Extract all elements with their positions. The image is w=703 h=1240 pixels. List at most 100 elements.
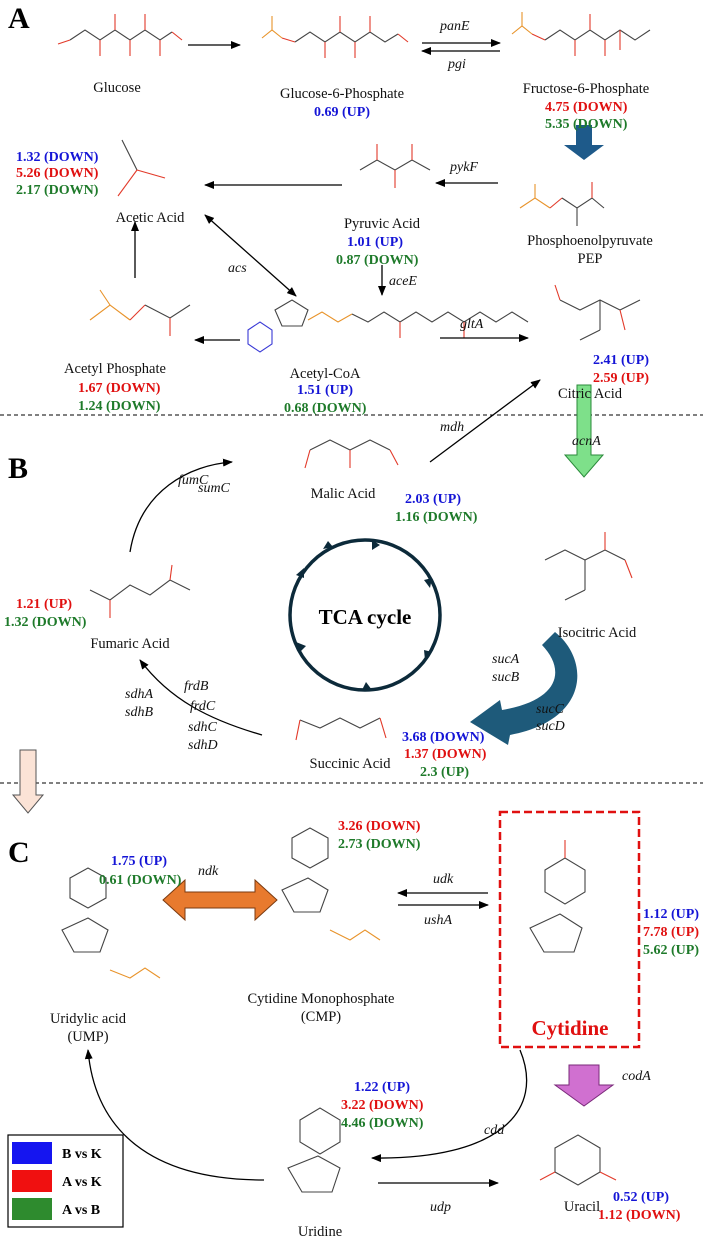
value-succinic-ab: 2.3 (UP) [420, 765, 469, 780]
enzyme-udk: udk [433, 872, 454, 887]
label-uracil: Uracil [564, 1199, 600, 1215]
value-pyruvic-bk: 1.01 (UP) [347, 235, 403, 250]
enzyme-frdB: frdB [184, 679, 209, 694]
enzyme-sucA: sucA [492, 652, 520, 667]
value-acetylp-ak: 1.67 (DOWN) [78, 381, 161, 396]
enzyme-sdhC: sdhC [188, 720, 217, 735]
label-pep-1: Phosphoenolpyruvate [527, 233, 653, 249]
value-uridine-bk: 1.22 (UP) [354, 1080, 410, 1095]
cmp-structure [281, 827, 381, 941]
uracil-structure [539, 1134, 617, 1186]
value-uridine-ab: 4.46 (DOWN) [341, 1116, 424, 1131]
label-fumaric: Fumaric Acid [90, 636, 170, 652]
value-malic-bk: 2.03 (UP) [405, 492, 461, 507]
enzyme-sdhD: sdhD [188, 738, 218, 753]
value-f6p-ab: 5.35 (DOWN) [545, 117, 628, 132]
legend-swatch-a-vs-k [12, 1170, 52, 1192]
enzyme-sucD: sucD [536, 719, 565, 734]
isocitric-acid-structure [544, 532, 633, 601]
label-ump-2: (UMP) [67, 1029, 108, 1045]
arrow-cytidine-uridine [371, 1049, 528, 1163]
enzyme-gltA: gltA [460, 317, 484, 332]
acetyl-coa-structure [247, 299, 529, 353]
label-acetyl-p: Acetyl Phosphate [64, 361, 166, 377]
enzyme-mdh: mdh [440, 420, 464, 435]
label-malic: Malic Acid [311, 486, 377, 502]
label-isocitric: Isocitric Acid [558, 625, 637, 641]
tca-cycle-arrowheads [296, 540, 432, 690]
value-succinic-ak: 1.37 (DOWN) [404, 747, 487, 762]
enzyme-ushA: ushA [424, 913, 452, 928]
arrow-ndk [162, 878, 278, 922]
acetic-acid-structure [117, 139, 166, 197]
arrow-uridine-ump [84, 1049, 265, 1181]
value-acetic-bk: 1.32 (DOWN) [16, 150, 99, 165]
enzyme-codA: codA [622, 1069, 651, 1084]
enzyme-panE: panE [439, 19, 470, 34]
legend-label-a-vs-b: A vs B [62, 1203, 100, 1218]
arrow-citric-isocitric [563, 384, 605, 478]
legend: B vs K A vs K A vs B [7, 1134, 124, 1228]
arrow-isocitric-succinic [470, 632, 578, 745]
enzyme-frdC: frdC [190, 699, 216, 714]
uridine-structure [287, 1107, 341, 1193]
legend-swatch-b-vs-k [12, 1142, 52, 1164]
value-citric-ak: 2.59 (UP) [593, 371, 649, 386]
label-citric: Citric Acid [558, 386, 623, 402]
value-acetylcoa-bk: 1.51 (UP) [297, 383, 353, 398]
legend-label-b-vs-k: B vs K [62, 1147, 102, 1162]
label-tca-cycle: TCA cycle [319, 605, 412, 629]
value-acetylcoa-ab: 0.68 (DOWN) [284, 401, 367, 416]
label-pep-2: PEP [578, 251, 603, 267]
enzyme-sdhB: sdhB [125, 705, 153, 720]
value-cytidine-bk: 1.12 (UP) [643, 907, 699, 922]
arrow-section-bc [11, 749, 45, 814]
enzyme-acnA: acnA [572, 434, 601, 449]
label-uridine: Uridine [298, 1224, 342, 1240]
value-g6p-bk: 0.69 (UP) [314, 105, 370, 120]
glucose-structure [57, 14, 183, 56]
enzyme-sdhA: sdhA [125, 687, 153, 702]
label-ump-1: Uridylic acid [50, 1011, 127, 1027]
enzyme-acs: acs [228, 261, 247, 276]
label-cmp-2: (CMP) [301, 1009, 341, 1025]
value-malic-ab: 1.16 (DOWN) [395, 510, 478, 525]
enzyme-ndk: ndk [198, 864, 219, 879]
arrow-f6p-pep [564, 125, 604, 160]
cytidine-structure [529, 840, 586, 953]
value-acetic-ab: 2.17 (DOWN) [16, 183, 99, 198]
legend-label-a-vs-k: A vs K [62, 1175, 102, 1190]
fructose-6-phosphate-structure [511, 12, 651, 56]
glucose-6-phosphate-structure [261, 16, 409, 58]
enzyme-sucC: sucC [536, 702, 565, 717]
section-label-b: B [8, 452, 28, 485]
value-cmp-ak: 3.26 (DOWN) [338, 819, 421, 834]
enzyme-sumC: sumC [198, 481, 231, 496]
value-uracil-ak: 1.12 (DOWN) [598, 1208, 681, 1223]
enzyme-cdd: cdd [484, 1123, 505, 1138]
acetyl-phosphate-structure [89, 289, 191, 336]
section-label-a: A [8, 2, 30, 35]
section-label-c: C [8, 836, 30, 869]
value-acetylp-ab: 1.24 (DOWN) [78, 399, 161, 414]
cytidine-highlight-box [498, 810, 641, 1049]
value-cmp-ab: 2.73 (DOWN) [338, 837, 421, 852]
value-cytidine-ak: 7.78 (UP) [643, 925, 699, 940]
value-uridine-ak: 3.22 (DOWN) [341, 1098, 424, 1113]
label-g6p: Glucose-6-Phosphate [280, 86, 404, 102]
value-pyruvic-ab: 0.87 (DOWN) [336, 253, 419, 268]
value-ump-bk: 1.75 (UP) [111, 854, 167, 869]
value-acetic-ak: 5.26 (DOWN) [16, 166, 99, 181]
ump-structure [61, 867, 161, 979]
malic-acid-structure [304, 439, 399, 469]
enzyme-aceE: aceE [389, 274, 417, 289]
arrow-malic-citric [429, 379, 541, 463]
value-citric-bk: 2.41 (UP) [593, 353, 649, 368]
label-glucose: Glucose [93, 80, 141, 96]
value-uracil-bk: 0.52 (UP) [613, 1190, 669, 1205]
label-cytidine: Cytidine [531, 1016, 608, 1040]
arrow-succinic-fumaric [139, 659, 263, 736]
pep-structure [519, 182, 605, 226]
legend-swatch-a-vs-b [12, 1198, 52, 1220]
